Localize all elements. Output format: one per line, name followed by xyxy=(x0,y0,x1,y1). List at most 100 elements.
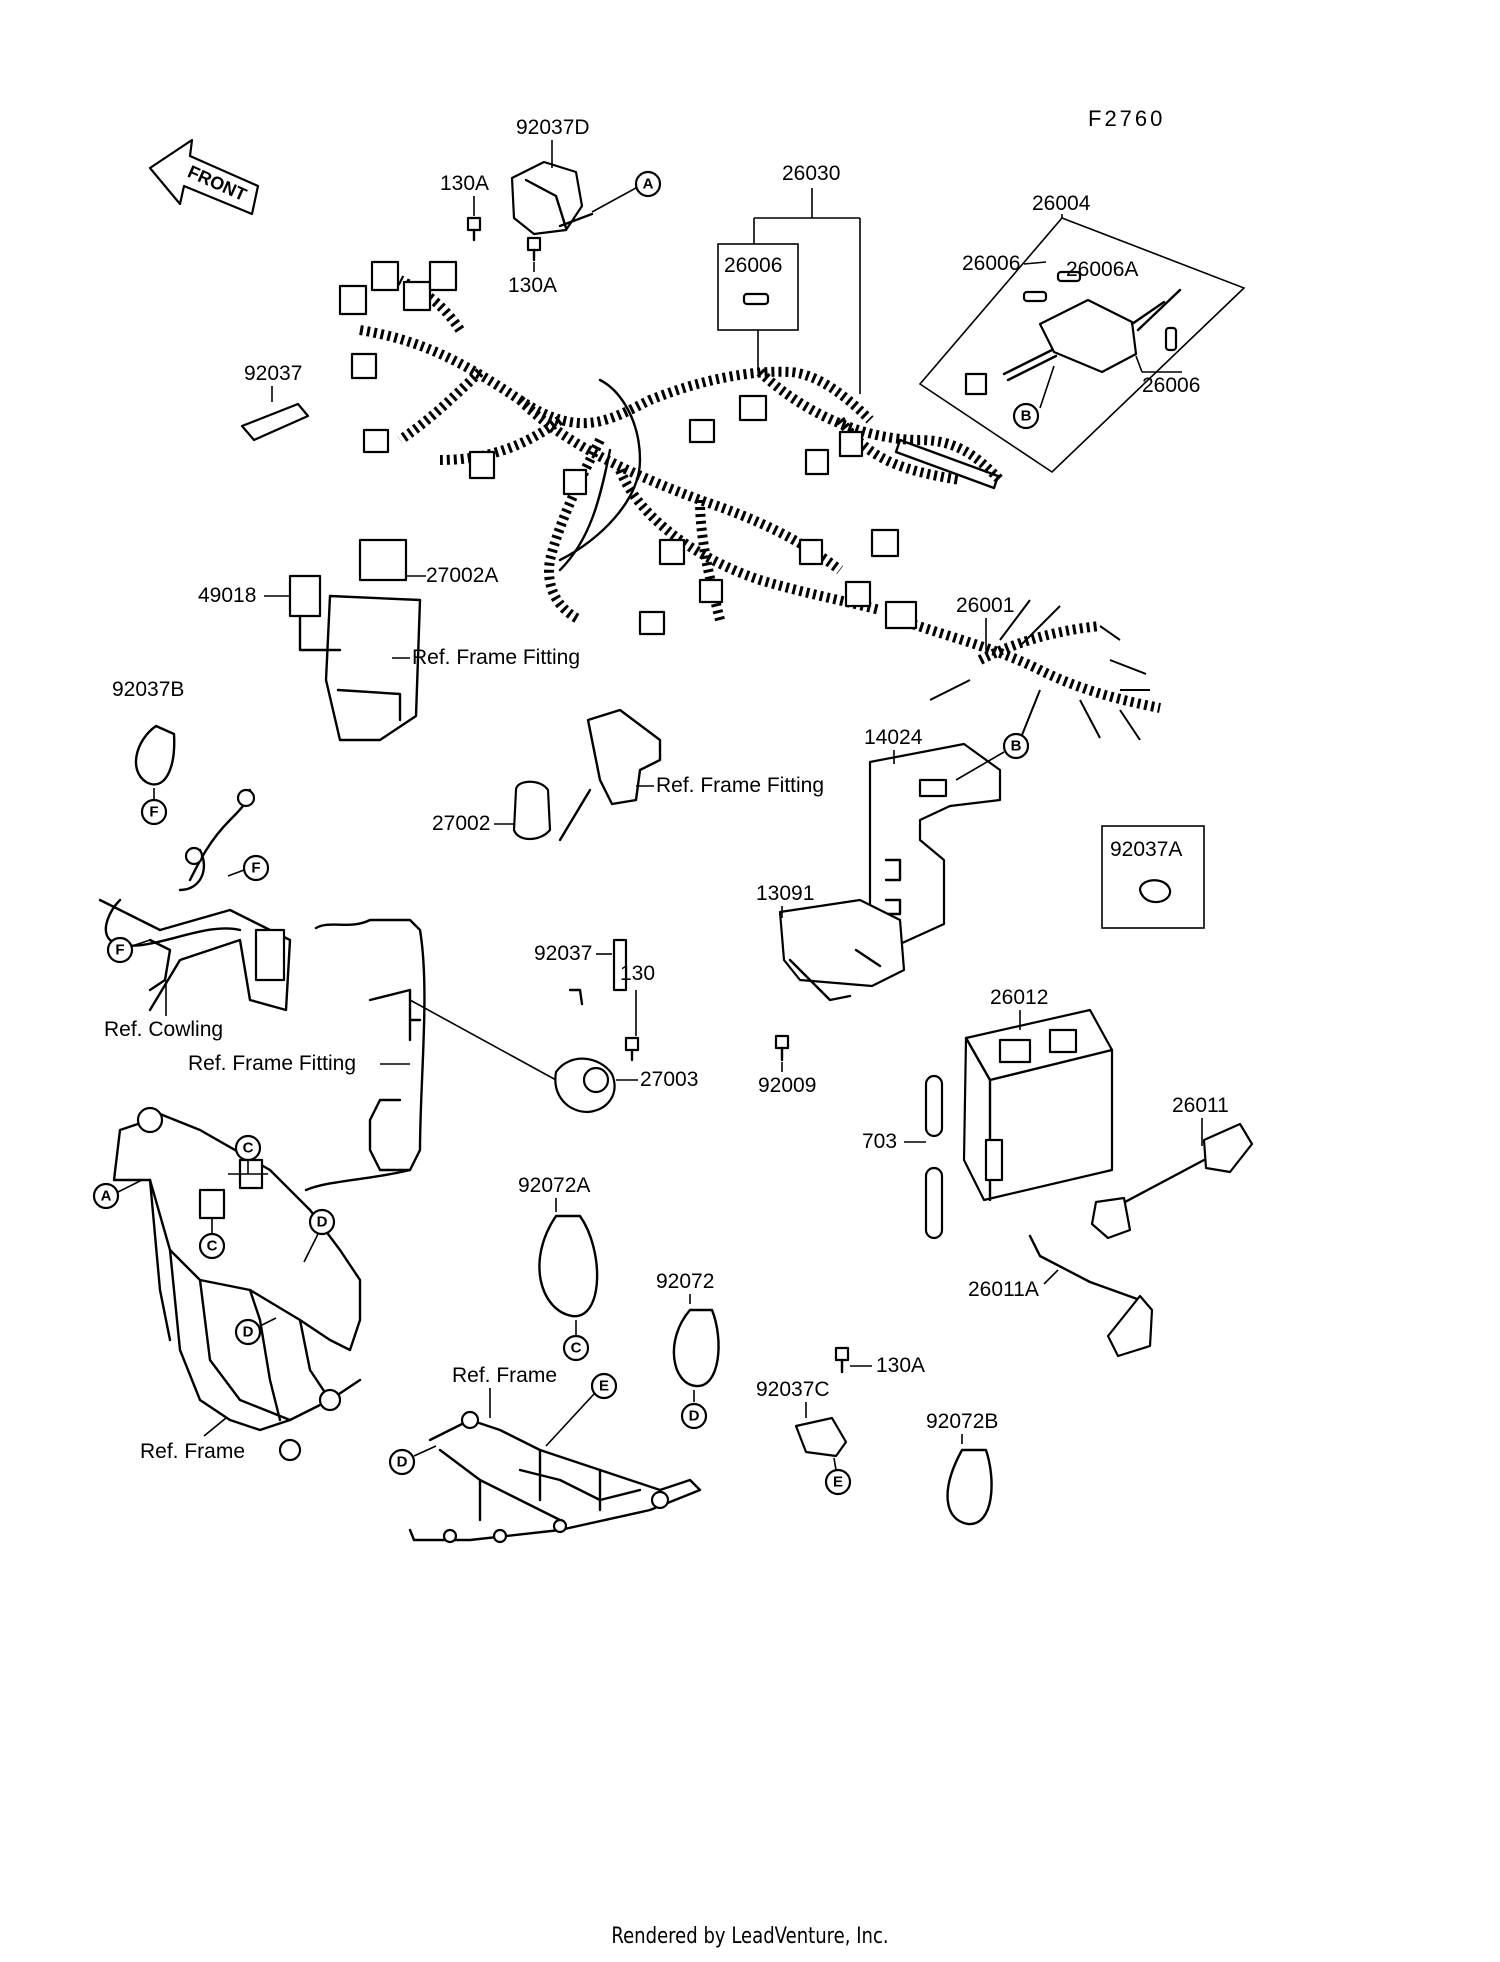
label-26030: 26030 xyxy=(782,162,840,185)
svg-text:E: E xyxy=(833,1474,843,1491)
svg-text:D: D xyxy=(689,1408,700,1425)
bolt-130a-mid-icon xyxy=(526,236,542,262)
cowling-bracket-drawing xyxy=(98,788,292,1012)
frame-fitting-bar-drawing xyxy=(304,918,426,1192)
clamp-92037d-drawing xyxy=(510,160,594,236)
svg-text:D: D xyxy=(317,1214,328,1231)
svg-text:A: A xyxy=(101,1188,112,1205)
label-92037-left: 92037 xyxy=(244,362,302,385)
label-26001: 26001 xyxy=(956,594,1014,617)
sub-frame-drawing xyxy=(408,1410,702,1544)
label-130a-mid: 130A xyxy=(508,274,557,297)
bolt-92009-icon xyxy=(774,1034,790,1062)
label-26011: 26011 xyxy=(1172,1094,1229,1117)
label-27002a: 27002A xyxy=(426,564,498,587)
clamp-92037c-icon xyxy=(794,1416,848,1458)
label-ref-frame-fitting-left: Ref. Frame Fitting xyxy=(188,1052,356,1075)
clamp-92072-icon xyxy=(672,1308,720,1388)
svg-text:B: B xyxy=(1011,738,1022,755)
clamp-92037a-box xyxy=(1101,825,1205,929)
svg-text:F: F xyxy=(251,860,260,877)
label-26012: 26012 xyxy=(990,986,1048,1009)
fuse-26006-icon xyxy=(742,292,770,306)
clamp-92037b-icon xyxy=(134,724,176,786)
ref-circle-f-1 xyxy=(140,798,168,826)
label-ref-frame-fitting-mid: Ref. Frame Fitting xyxy=(656,774,824,797)
bolt-130-icon xyxy=(624,1036,640,1062)
label-92072a: 92072A xyxy=(518,1174,590,1197)
svg-text:E: E xyxy=(599,1378,609,1395)
svg-text:D: D xyxy=(397,1454,408,1471)
bolt-130a-top-icon xyxy=(466,216,482,242)
label-703: 703 xyxy=(862,1130,897,1153)
label-92037b: 92037B xyxy=(112,678,184,701)
sub-harness-26001-drawing xyxy=(884,599,1161,741)
svg-text:C: C xyxy=(207,1238,218,1255)
ref-circle-b-cover xyxy=(1002,732,1030,760)
main-frame-drawing xyxy=(112,1106,362,1462)
ref-circle-d-3 xyxy=(680,1402,708,1430)
ref-circle-d-4 xyxy=(388,1448,416,1476)
ref-circle-a-frame xyxy=(92,1182,120,1210)
bracket-92037-center-icon xyxy=(612,938,628,992)
label-26004: 26004 xyxy=(1032,192,1091,215)
clamp-92037a-icon xyxy=(1138,879,1172,904)
label-92037d: 92037D xyxy=(516,116,590,139)
label-27002: 27002 xyxy=(432,812,490,835)
label-14024: 14024 xyxy=(864,726,923,749)
label-13091: 13091 xyxy=(756,882,814,905)
svg-text:C: C xyxy=(243,1140,254,1157)
label-ref-frame-left: Ref. Frame xyxy=(140,1440,245,1463)
svg-text:D: D xyxy=(243,1324,254,1341)
label-26011a: 26011A xyxy=(968,1278,1039,1301)
clamp-92072b-icon xyxy=(946,1448,993,1526)
label-26006-right: 26006 xyxy=(1142,374,1200,397)
cable-26011-drawing xyxy=(1090,1122,1254,1240)
label-ref-frame-center: Ref. Frame xyxy=(452,1364,557,1387)
ref-circle-f-3 xyxy=(106,936,134,964)
relay-bracket-drawing xyxy=(288,538,422,742)
junction-box-26004-outline xyxy=(918,217,1246,474)
label-49018: 49018 xyxy=(198,584,256,607)
label-ref-frame-fitting-top: Ref. Frame Fitting xyxy=(412,646,580,669)
clamp-92072a-icon xyxy=(538,1214,599,1318)
label-26006-left: 26006 xyxy=(962,252,1020,275)
ref-circle-f-2 xyxy=(242,854,270,882)
label-92037c: 92037C xyxy=(756,1378,830,1401)
bolt-130a-lower-icon xyxy=(834,1346,850,1374)
svg-text:F: F xyxy=(115,942,124,959)
ref-circle-d-1 xyxy=(308,1208,336,1236)
svg-text:F: F xyxy=(149,804,158,821)
relay-27002-drawing xyxy=(512,708,662,842)
horn-27003-drawing xyxy=(554,1057,616,1114)
svg-text:B: B xyxy=(1021,408,1032,425)
front-arrow-icon: FRONT xyxy=(148,138,260,216)
label-26006-box: 26006 xyxy=(724,254,782,277)
label-26006a: 26006A xyxy=(1066,258,1138,281)
tube-703-drawing xyxy=(924,1074,944,1240)
ref-circle-a-top xyxy=(634,170,662,198)
label-ref-cowling: Ref. Cowling xyxy=(104,1018,223,1041)
ref-circle-e-1 xyxy=(590,1372,618,1400)
figure-code: F2760 xyxy=(1088,106,1165,131)
label-130a-lower: 130A xyxy=(876,1354,925,1377)
ref-circle-d-2 xyxy=(234,1318,262,1346)
footer-credit: Rendered by LeadVenture, Inc. xyxy=(611,1924,889,1949)
fuse-26006-box xyxy=(717,243,799,331)
label-92009: 92009 xyxy=(758,1074,816,1097)
svg-text:C: C xyxy=(571,1340,582,1357)
label-130a-top: 130A xyxy=(440,172,489,195)
box-13091-drawing xyxy=(778,898,906,1002)
junction-box-26004-drawing xyxy=(964,270,1182,396)
ref-circle-b-top xyxy=(1012,402,1040,430)
bracket-92037-left-icon xyxy=(240,402,310,442)
svg-text:A: A xyxy=(643,176,654,193)
label-92072b: 92072B xyxy=(926,1410,998,1433)
label-92037-center: 92037 xyxy=(534,942,592,965)
label-92037a: 92037A xyxy=(1110,838,1182,861)
cable-26011a-drawing xyxy=(1028,1234,1154,1358)
label-130: 130 xyxy=(620,962,655,985)
ref-circle-e-2 xyxy=(824,1468,852,1496)
main-harness-drawing xyxy=(338,260,1004,636)
